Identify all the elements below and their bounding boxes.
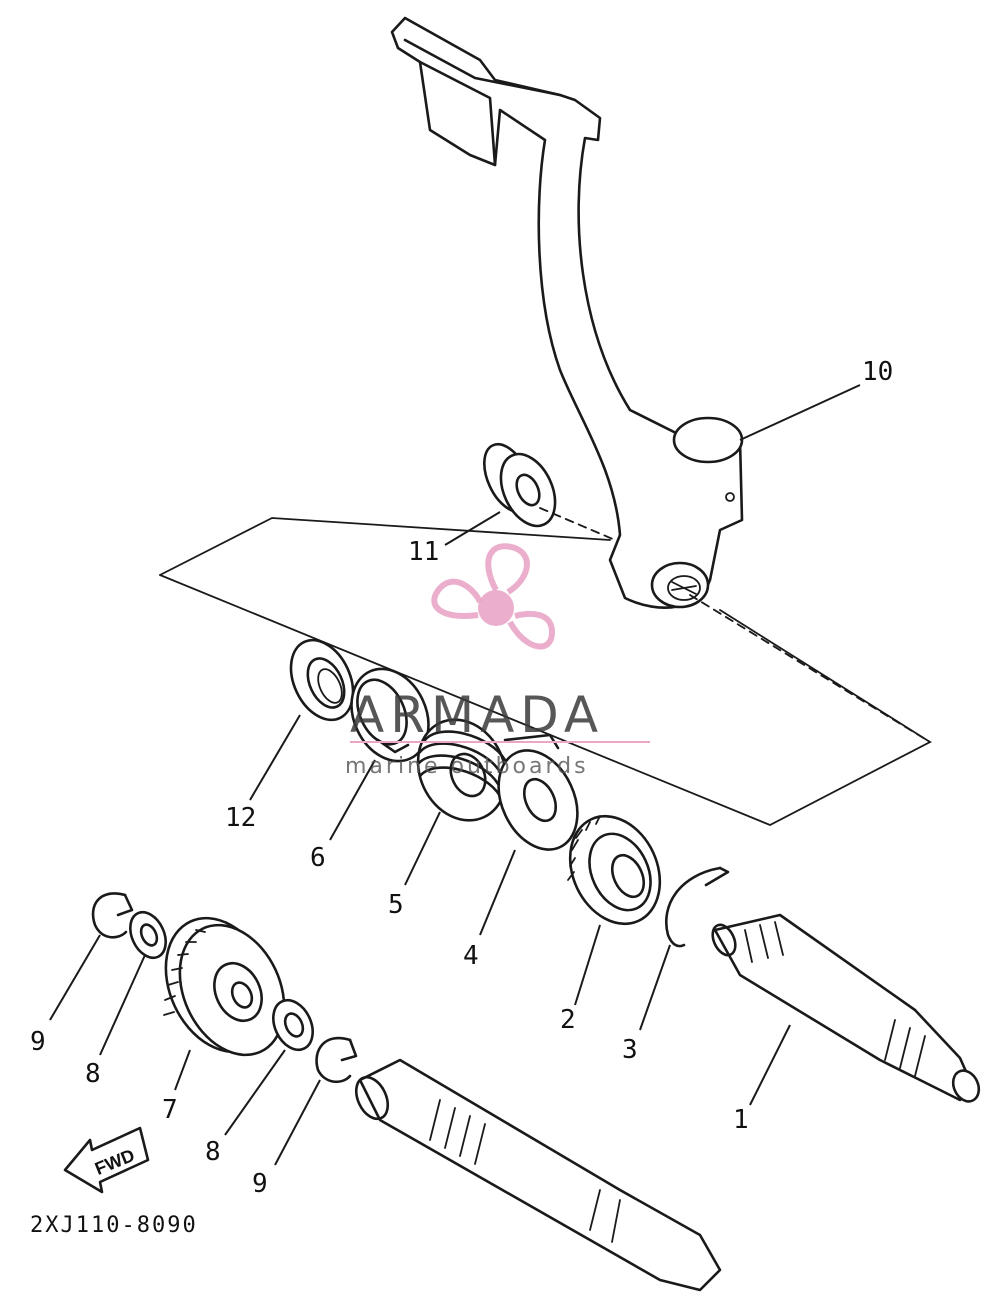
alignment-lines — [539, 507, 931, 743]
callout-9a: 9 — [30, 1027, 46, 1057]
callout-10: 10 — [862, 357, 893, 387]
circlip-3[interactable] — [665, 866, 730, 948]
kick-gear[interactable] — [553, 801, 676, 938]
diagram-code: 2XJ110-8090 — [30, 1213, 198, 1238]
fwd-arrow: FWD — [63, 1126, 150, 1194]
callout-8a: 8 — [85, 1059, 101, 1089]
callout-12: 12 — [225, 803, 256, 833]
callout-5: 5 — [388, 890, 404, 920]
callout-9b: 9 — [252, 1169, 268, 1199]
watermark: ARMADA marine outboards — [345, 543, 650, 779]
torsion-spring[interactable] — [402, 705, 560, 835]
circlip-9b[interactable] — [315, 1036, 358, 1084]
output-shaft[interactable] — [350, 1058, 722, 1292]
watermark-brand: ARMADA — [350, 686, 604, 744]
bushing[interactable] — [475, 437, 566, 535]
oil-seal[interactable] — [279, 630, 365, 730]
leader-lines — [49, 384, 861, 1166]
callout-6: 6 — [310, 843, 326, 873]
callout-7: 7 — [162, 1095, 178, 1125]
kick-axle[interactable] — [708, 913, 983, 1106]
callout-3: 3 — [622, 1035, 638, 1065]
washer-8b[interactable] — [266, 994, 321, 1056]
callout-8b: 8 — [205, 1137, 221, 1167]
washer-4[interactable] — [483, 738, 592, 863]
circlip-9a[interactable] — [91, 892, 134, 939]
assembly-outline — [159, 517, 932, 826]
watermark-tagline: marine outboards — [345, 754, 589, 779]
washer-8a[interactable] — [123, 906, 172, 963]
drive-gear[interactable] — [145, 900, 304, 1071]
callout-4: 4 — [463, 941, 479, 971]
callout-2: 2 — [560, 1005, 576, 1035]
spring-guide[interactable] — [337, 656, 443, 773]
callout-labels: 1 2 3 4 5 6 7 8 8 9 9 10 11 12 — [30, 357, 893, 1199]
kick-crank-arm[interactable] — [390, 16, 744, 609]
callout-1: 1 — [733, 1105, 749, 1135]
propeller-logo-icon — [431, 543, 556, 650]
callout-11: 11 — [408, 537, 439, 567]
